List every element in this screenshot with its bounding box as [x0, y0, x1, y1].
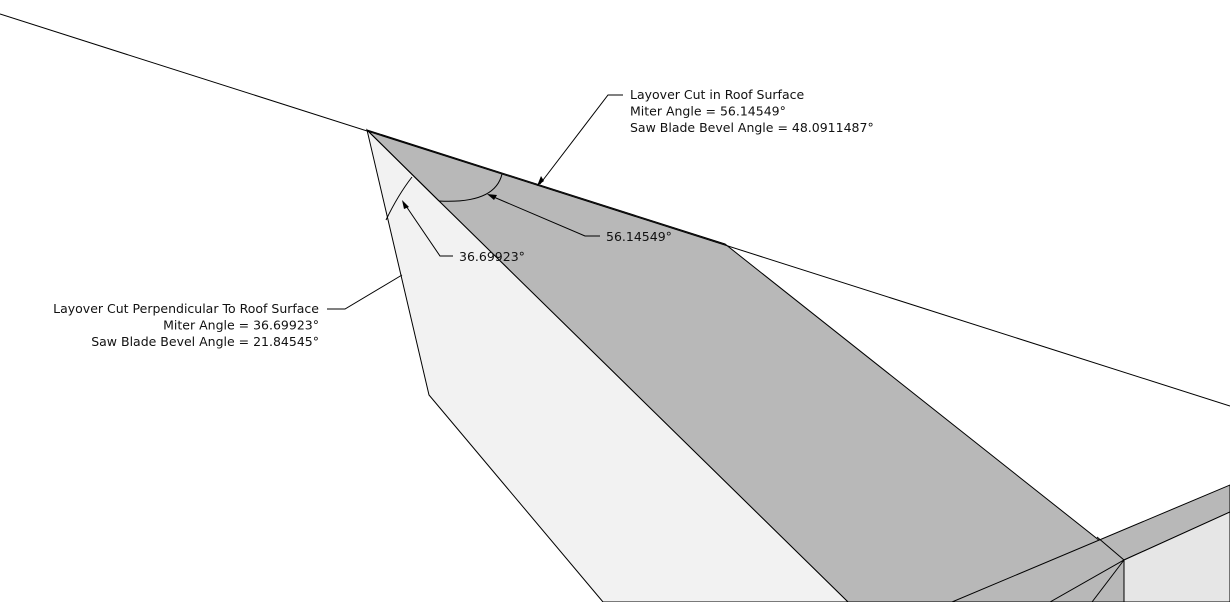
roof-surface-leader — [539, 94, 623, 185]
roof-angle-leader — [488, 194, 600, 237]
perp-miter-angle-arc — [385, 176, 413, 221]
cut-edge — [366, 129, 440, 202]
arrowhead — [537, 176, 544, 186]
roof-angle-label: 56.14549° — [606, 229, 672, 244]
arrowhead — [402, 200, 409, 209]
perpendicular-title: Layover Cut Perpendicular To Roof Surfac… — [53, 301, 319, 316]
roof-surface-title: Layover Cut in Roof Surface — [630, 87, 804, 102]
arrowhead — [487, 194, 497, 200]
roof-surface-miter: Miter Angle = 56.14549° — [630, 104, 786, 119]
member-edge-lower — [1091, 559, 1125, 602]
roof-plane-line — [0, 13, 1230, 407]
roof-miter-angle-arc — [438, 173, 503, 202]
perpendicular-leader — [327, 274, 403, 310]
perp-angle-leader — [403, 202, 453, 257]
roof-surface-bevel: Saw Blade Bevel Angle = 48.0911487° — [630, 120, 874, 135]
member-edge — [1096, 536, 1125, 561]
perpendicular-miter: Miter Angle = 36.69923° — [163, 318, 319, 333]
right-member-side-face — [1123, 511, 1230, 602]
perpendicular-bevel: Saw Blade Bevel Angle = 21.84545° — [91, 334, 319, 349]
perp-angle-label: 36.69923° — [459, 249, 525, 264]
